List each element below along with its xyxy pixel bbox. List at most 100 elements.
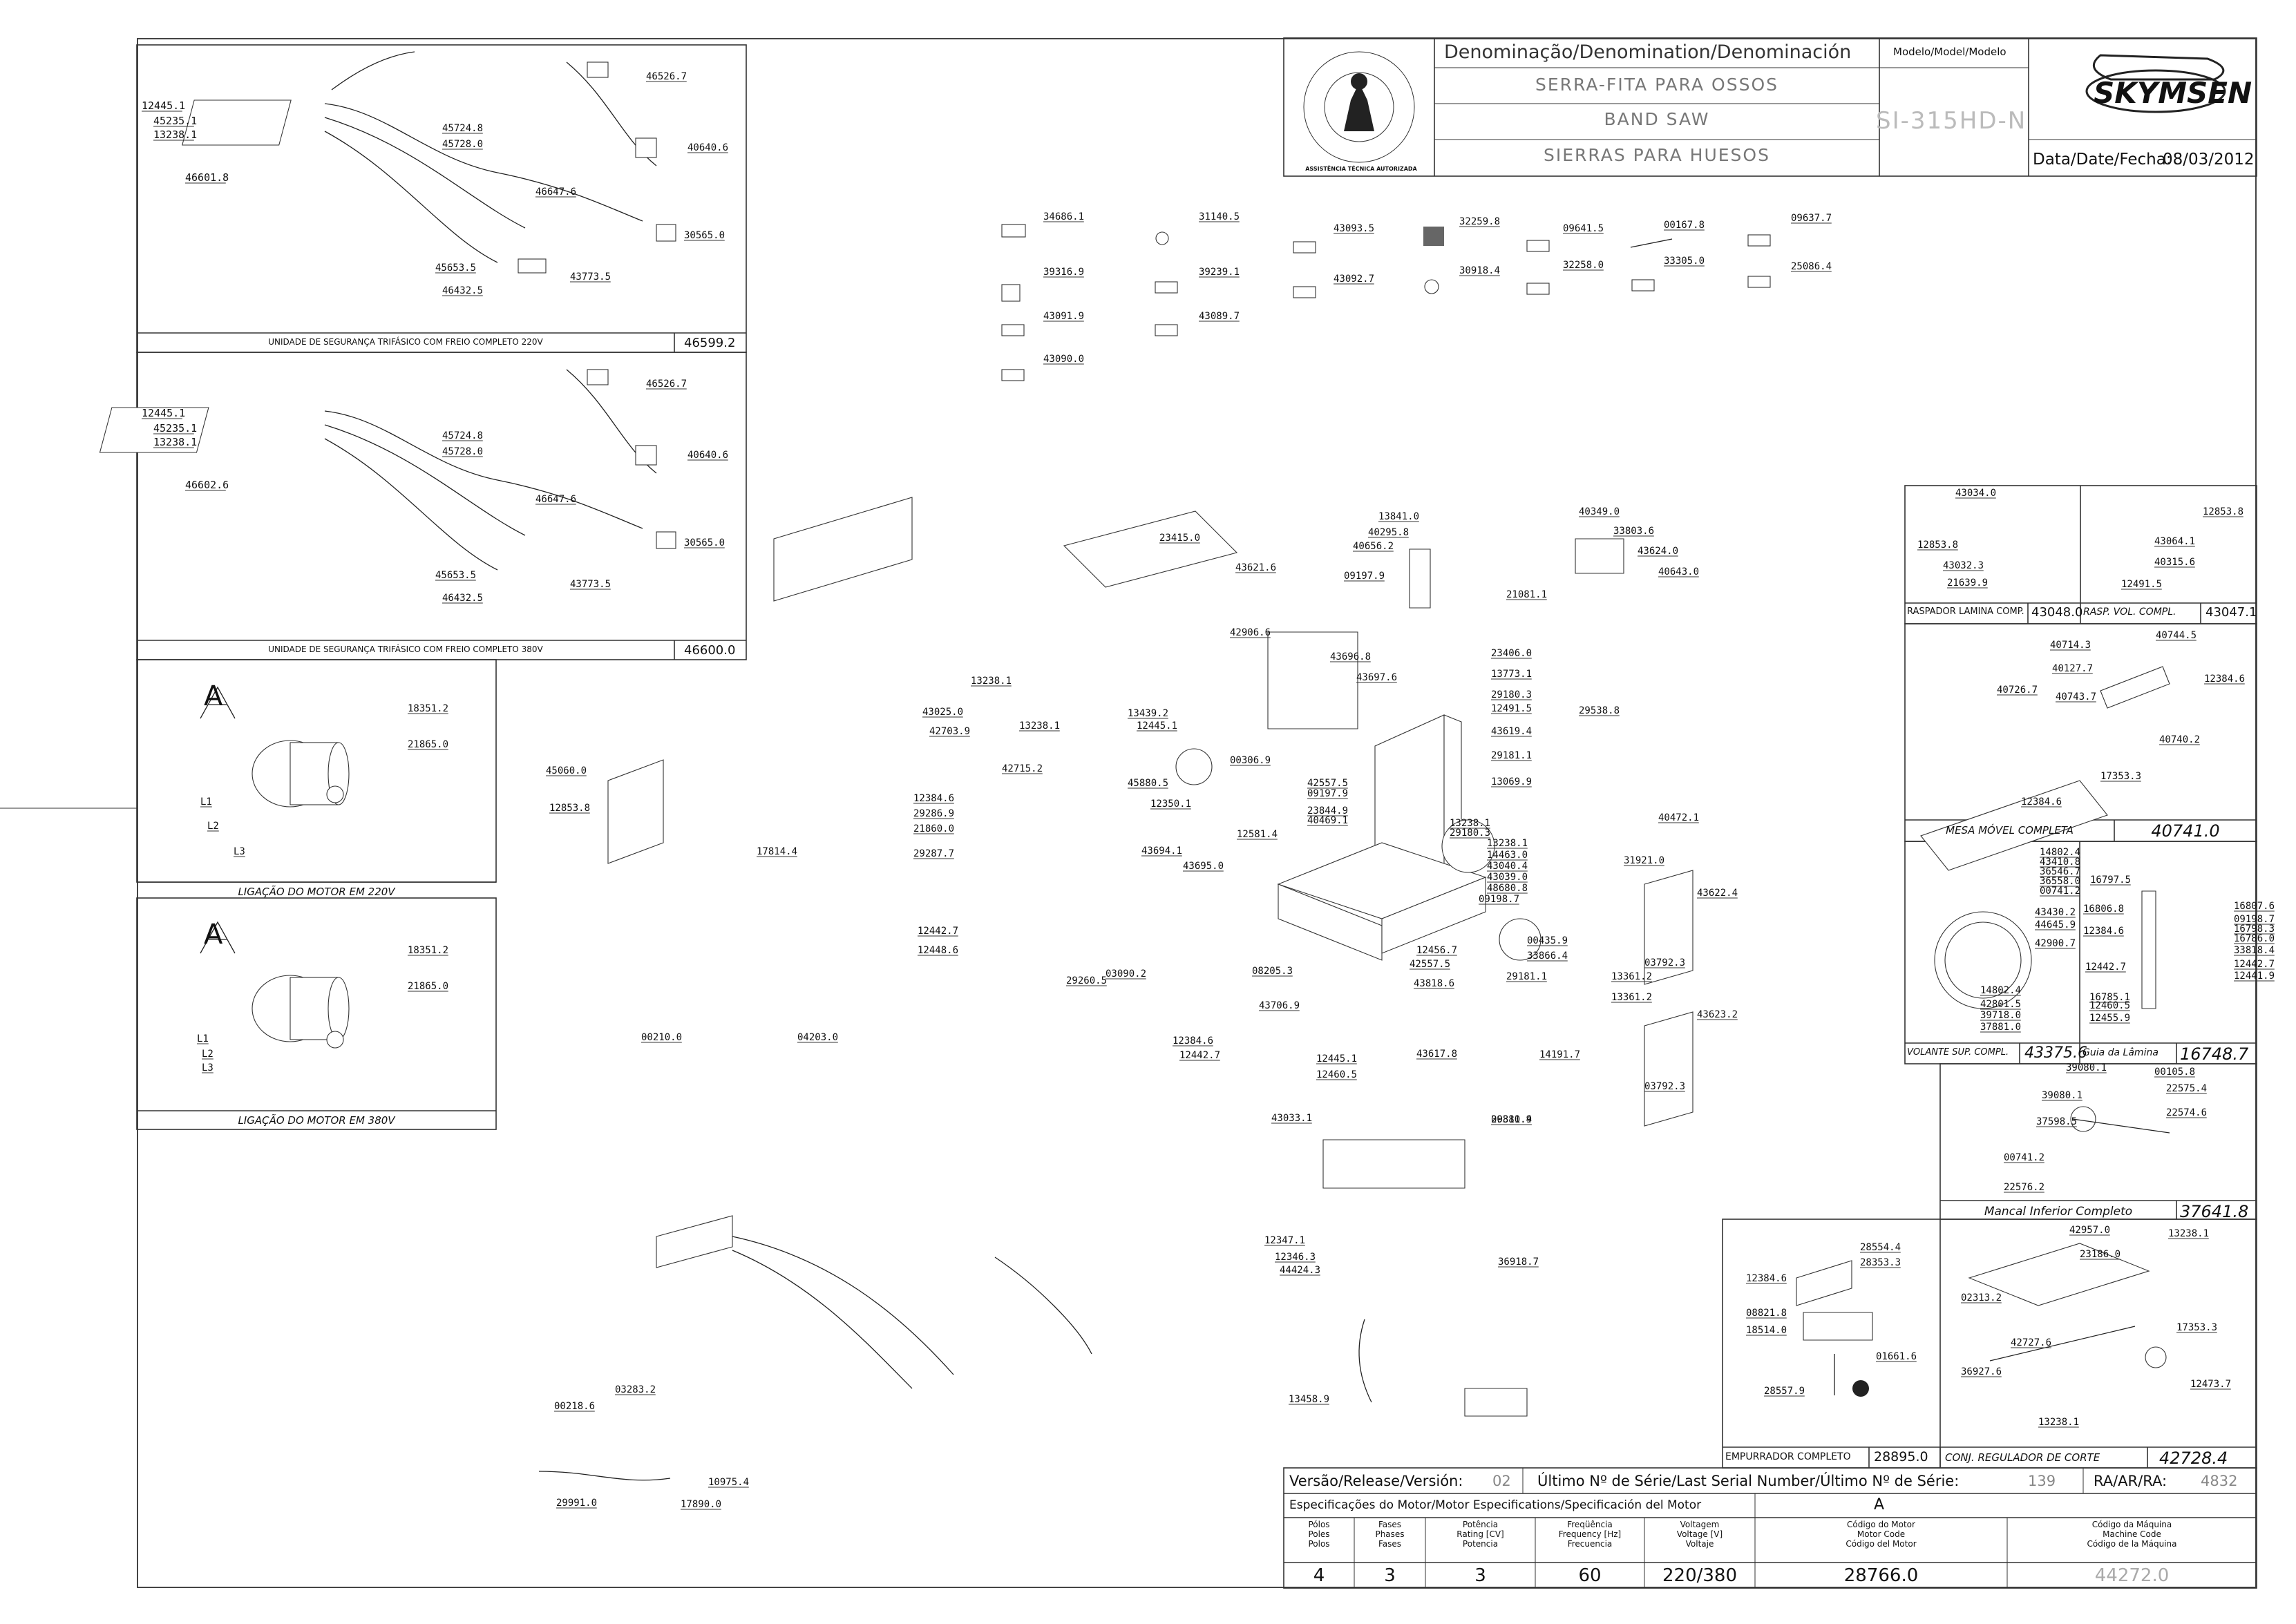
part-label-motor-380: L2	[202, 1049, 214, 1060]
part-label-main: 13238.1	[971, 676, 1012, 687]
part-label-main: 29287.7	[913, 848, 954, 859]
val-poles: 4	[1313, 1565, 1325, 1586]
part-label-handwheel: 43410.8	[2040, 857, 2080, 868]
code-handwheel: 43375.6	[2024, 1044, 2087, 1062]
part-label-pusher: 01661.6	[1876, 1351, 1917, 1362]
part-label-main: 42906.6	[1230, 627, 1271, 638]
part-label-scraper: 43064.1	[2154, 536, 2195, 547]
part-label-main: 12445.1	[1316, 1053, 1357, 1064]
part-label-main: 29181.1	[1491, 750, 1532, 761]
part-label-main: 13361.2	[1611, 992, 1652, 1003]
letter-motor-380: A	[204, 919, 223, 950]
part-label-regulator: 13238.1	[2038, 1417, 2079, 1428]
part-label-blade-guide: 12455.9	[2089, 1013, 2130, 1024]
part-label-main: 03090.2	[1106, 968, 1146, 980]
part-label-main: 12384.6	[913, 793, 954, 804]
part-label-scraper: 12491.5	[2121, 579, 2162, 590]
part-label-small-parts: 33305.0	[1664, 256, 1705, 267]
brand-logo: SKYMSEN	[2094, 76, 2252, 110]
part-label-handwheel: 36558.0	[2040, 876, 2080, 887]
part-label-handwheel: 42900.7	[2035, 938, 2076, 949]
part-label-main: 00435.9	[1527, 935, 1568, 946]
code-lower-bearing: 37641.8	[2180, 1202, 2249, 1221]
part-label-main: 45060.0	[546, 765, 587, 776]
part-label-handwheel: 00741.2	[2040, 886, 2080, 897]
part-label-main: 29181.1	[1506, 971, 1547, 982]
version-label: Versão/Release/Versión:	[1289, 1473, 1463, 1489]
caption-blade-guide: Guia da Lâmina	[2082, 1047, 2159, 1058]
part-label-scraper: 43032.3	[1943, 560, 1984, 571]
part-label-main: 13773.1	[1491, 669, 1532, 680]
part-label-small-parts: 39316.9	[1043, 267, 1084, 278]
val-motor-code: 28766.0	[1843, 1565, 1919, 1586]
part-label-main: 44424.3	[1280, 1265, 1320, 1276]
part-label-main: 43818.6	[1414, 978, 1454, 989]
part-label-small-parts: 31140.5	[1199, 211, 1240, 222]
code-scraper-vol: 43047.1	[2205, 605, 2257, 620]
part-label-pusher: 28353.3	[1860, 1257, 1901, 1268]
part-label-scraper: 21639.9	[1947, 577, 1988, 589]
part-label-small-parts: 25086.4	[1791, 261, 1832, 272]
part-label-small-parts: 43092.7	[1334, 274, 1374, 285]
part-label-main: 43695.0	[1183, 861, 1224, 872]
part-label-small-parts: 00167.8	[1664, 220, 1705, 231]
spec-table	[1283, 1467, 2257, 1589]
part-label-main: 43617.8	[1416, 1049, 1457, 1060]
part-label-scraper: 12853.8	[2203, 506, 2243, 517]
part-label-safety-380: 46647.6	[535, 494, 576, 505]
part-label-main: 23415.0	[1159, 533, 1200, 544]
caption-motor-380: LIGAÇÃO DO MOTOR EM 380V	[238, 1114, 395, 1127]
part-label-main: 12491.5	[1491, 703, 1532, 714]
serial-value: 139	[2028, 1473, 2056, 1489]
part-label-main: 23844.9	[1307, 805, 1348, 816]
part-label-safety-220: 45653.5	[435, 262, 476, 274]
part-label-main: 40472.1	[1658, 812, 1699, 823]
code-table: 40741.0	[2151, 821, 2220, 841]
part-label-main: 09197.9	[1307, 788, 1348, 799]
part-label-safety-380: 45724.8	[442, 430, 483, 441]
caption-regulator: CONJ. REGULADOR DE CORTE	[1945, 1451, 2100, 1464]
part-label-main: 29180.3	[1491, 689, 1532, 700]
part-label-pusher: 28554.4	[1860, 1242, 1901, 1253]
part-label-handwheel: 36546.7	[2040, 866, 2080, 877]
part-label-lower-bearing: 37598.5	[2036, 1116, 2077, 1127]
part-label-regulator: 13238.1	[2168, 1228, 2209, 1239]
part-label-blade-guide: 12441.9	[2234, 971, 2275, 982]
part-label-blade-guide: 16807.6	[2234, 901, 2275, 912]
part-label-main: 14463.0	[1487, 850, 1528, 861]
part-label-main: 00810.9	[1491, 1114, 1532, 1125]
part-label-main: 21860.0	[913, 823, 954, 834]
part-label-harness: 03283.2	[615, 1384, 656, 1395]
part-label-table: 12384.6	[2021, 796, 2062, 808]
part-label-small-parts: 43090.0	[1043, 354, 1084, 365]
part-label-main: 42557.5	[1410, 959, 1450, 970]
part-label-main: 17814.4	[757, 846, 797, 857]
part-label-motor-220: 18351.2	[408, 703, 448, 714]
part-label-motor-220: L3	[234, 846, 245, 857]
part-label-table: 17353.3	[2100, 771, 2141, 782]
code-safety-380: 46600.0	[684, 643, 736, 658]
part-label-main: 12460.5	[1316, 1069, 1357, 1080]
part-label-blade-guide: 16797.5	[2090, 875, 2131, 886]
part-label-small-parts: 43089.7	[1199, 311, 1240, 322]
caption-motor-220: LIGAÇÃO DO MOTOR EM 220V	[238, 886, 395, 898]
part-label-blade-guide: 12442.7	[2234, 959, 2275, 970]
code-blade-guide: 16748.7	[2180, 1044, 2249, 1064]
part-label-table: 40127.7	[2052, 663, 2093, 674]
part-label-main: 29538.8	[1579, 705, 1620, 716]
part-label-small-parts: 32259.8	[1459, 216, 1500, 227]
part-label-handwheel: 37881.0	[1980, 1022, 2021, 1033]
part-label-blade-guide: 12442.7	[2085, 962, 2126, 973]
part-label-motor-220: L1	[200, 796, 212, 808]
part-label-main: 13238.1	[1487, 838, 1528, 849]
part-label-regulator: 42727.6	[2011, 1337, 2051, 1348]
part-label-blade-guide: 12460.5	[2089, 1000, 2130, 1011]
part-label-main: 03792.3	[1644, 1081, 1685, 1092]
part-label-lower-bearing: 22575.4	[2166, 1083, 2207, 1094]
val-power: 3	[1474, 1565, 1486, 1586]
part-label-regulator: 42957.0	[2069, 1225, 2110, 1236]
part-label-main: 12853.8	[549, 803, 590, 814]
